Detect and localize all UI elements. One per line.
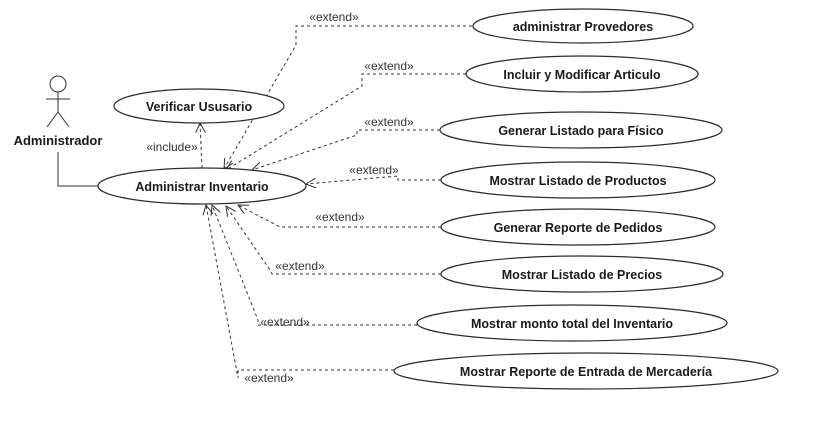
use-case-label: Generar Reporte de Pedidos <box>494 221 663 235</box>
use-case-ellipse <box>393 352 779 390</box>
extend-label-1: «extend» <box>309 10 359 24</box>
extend-label-6: «extend» <box>275 259 325 273</box>
extend-line-5 <box>238 205 441 228</box>
extend-label-5: «extend» <box>315 210 365 224</box>
use-case-ellipse <box>465 55 699 93</box>
extend-label-3: «extend» <box>364 115 414 129</box>
use-case-incluir-modificar-articulo[interactable]: Incluir y Modificar Articulo <box>465 55 699 93</box>
use-case-label: Verificar Ususario <box>146 100 253 114</box>
extend-label-7: «extend» <box>260 315 310 329</box>
association-line <box>57 152 98 187</box>
use-case-administrar-inventario[interactable]: Administrar Inventario <box>97 167 307 205</box>
use-case-ellipse <box>440 161 716 199</box>
use-case-ellipse <box>440 208 716 246</box>
use-case-mostrar-listado-productos[interactable]: Mostrar Listado de Productos <box>440 161 716 199</box>
use-case-label: Mostrar Listado de Precios <box>502 268 663 282</box>
include-line <box>200 123 202 169</box>
actor-left-leg <box>46 111 59 128</box>
use-case-ellipse <box>97 167 307 205</box>
use-case-label: Mostrar Listado de Productos <box>489 174 666 188</box>
use-case-ellipse <box>472 8 694 44</box>
extend-label-8: «extend» <box>244 371 294 385</box>
use-case-ellipse <box>439 111 723 149</box>
extend-line-6 <box>226 206 441 275</box>
use-case-mostrar-listado-precios[interactable]: Mostrar Listado de Precios <box>440 255 724 293</box>
extend-line-8 <box>206 205 394 379</box>
use-case-ellipse <box>416 304 728 342</box>
use-case-generar-listado-fisico[interactable]: Generar Listado para Físico <box>439 111 723 149</box>
use-case-label: Generar Listado para Físico <box>498 124 664 138</box>
actor-right-leg <box>57 111 70 128</box>
extend-line-2 <box>226 73 466 170</box>
include-label: «include» <box>146 140 198 154</box>
use-case-label: Incluir y Modificar Articulo <box>503 68 661 82</box>
use-case-mostrar-monto-total[interactable]: Mostrar monto total del Inventario <box>416 304 728 342</box>
extend-line-4 <box>306 175 441 184</box>
use-case-label: Mostrar Reporte de Entrada de Mercadería <box>460 365 713 379</box>
use-case-mostrar-reporte-entrada[interactable]: Mostrar Reporte de Entrada de Mercadería <box>393 352 779 390</box>
extend-line-3 <box>252 129 440 170</box>
use-case-verificar-usuario[interactable]: Verificar Ususario <box>113 88 285 124</box>
extend-label-2: «extend» <box>364 59 414 73</box>
use-case-generar-reporte-pedidos[interactable]: Generar Reporte de Pedidos <box>440 208 716 246</box>
extend-label-4: «extend» <box>349 163 399 177</box>
use-case-label: Mostrar monto total del Inventario <box>471 317 673 331</box>
use-case-label: Administrar Inventario <box>135 180 269 194</box>
use-case-ellipse <box>440 255 724 293</box>
actor-name: Administrador <box>14 133 103 148</box>
extend-line-7 <box>212 205 417 326</box>
actor-administrador[interactable]: Administrador <box>14 75 103 148</box>
use-case-administrar-provedores[interactable]: administrar Provedores <box>472 8 694 44</box>
actor-head <box>49 75 67 93</box>
use-case-ellipse <box>113 88 285 124</box>
use-case-label: administrar Provedores <box>513 20 653 34</box>
